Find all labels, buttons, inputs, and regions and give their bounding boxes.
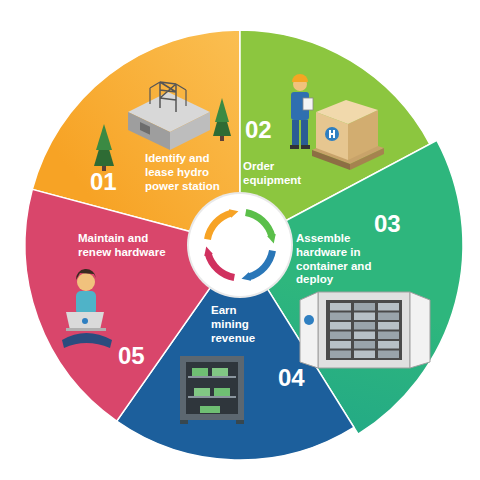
tree-part [102, 166, 106, 171]
safe-part [188, 376, 236, 378]
technician [62, 269, 112, 348]
mining-container-part [330, 303, 351, 311]
text-holder: 01 [90, 170, 130, 194]
step-number: 05 [118, 344, 158, 368]
mining-container-part [300, 292, 318, 368]
safe-part [188, 396, 236, 398]
text-holder: Maintain and renew hardware [78, 232, 173, 260]
step-number: 02 [245, 118, 285, 142]
shipping-box-part [329, 133, 335, 135]
tree [94, 98, 231, 171]
mining-container-part [330, 341, 351, 349]
mining-container-part [330, 313, 351, 321]
shipping-box-part [316, 100, 378, 124]
mining-container-part [378, 322, 399, 330]
worker-part [290, 145, 299, 149]
power-station-part [150, 82, 186, 106]
center-hub-part [187, 192, 293, 298]
safe-part [192, 368, 208, 376]
text-holder: Order equipment [243, 160, 313, 188]
shipping-box-part [325, 127, 339, 141]
worker-part [303, 98, 313, 110]
center-hub-part [246, 213, 272, 237]
mining-container-part [354, 322, 375, 330]
worker-part [301, 145, 310, 149]
step-label: Identify and lease hydro power station [145, 152, 235, 193]
mining-container-part [354, 351, 375, 359]
text-holder: 03 [374, 212, 414, 236]
text-holder: Assemble hardware in container and deplo… [296, 232, 372, 287]
mining-container-part [354, 313, 375, 321]
mining-container-part [318, 292, 410, 368]
mining-container-part [354, 332, 375, 340]
mining-container-part [378, 351, 399, 359]
tree-part [215, 98, 229, 122]
mining-container-part [410, 292, 430, 368]
technician-part [82, 318, 88, 324]
safe-part [180, 356, 244, 420]
tree-part [220, 136, 224, 141]
mining-container-part [330, 322, 351, 330]
text-holder: 04 [278, 366, 318, 390]
safe-part [200, 406, 220, 413]
center-hub [187, 192, 293, 298]
tree-part [96, 124, 112, 150]
step-number: 03 [374, 212, 414, 236]
technician-part [66, 328, 106, 331]
worker-part [292, 120, 299, 146]
mining-container-part [378, 303, 399, 311]
technician-part [62, 333, 112, 348]
worker-part [301, 120, 308, 146]
center-hub-part [189, 194, 291, 296]
technician-part [76, 291, 96, 315]
mining-container-part [378, 341, 399, 349]
center-hub-part [208, 213, 232, 239]
text-holder: 05 [118, 344, 158, 368]
mining-container-part [378, 332, 399, 340]
safe-part [236, 420, 244, 424]
worker [290, 74, 313, 149]
technician-part [77, 273, 95, 291]
mining-container-part [330, 351, 351, 359]
miner-rack [330, 303, 399, 358]
step-label: Maintain and renew hardware [78, 232, 173, 260]
text-holder: Identify and lease hydro power station [145, 152, 235, 193]
step-label: Assemble hardware in container and deplo… [296, 232, 372, 287]
technician-part [66, 312, 104, 330]
center-hub-part [249, 251, 273, 277]
safe-part [194, 388, 210, 396]
power-station-part [160, 82, 176, 112]
mining-container-part [330, 332, 351, 340]
power-station-part [128, 112, 170, 150]
shipping-box [312, 100, 384, 170]
step-label: Order equipment [243, 160, 313, 188]
mining-container-part [354, 303, 375, 311]
text-holder: Earn mining revenue [211, 304, 269, 345]
mining-container-part [378, 313, 399, 321]
mining-container-part [354, 341, 375, 349]
safe-part [214, 388, 230, 396]
power-station-part [170, 112, 210, 150]
center-hub-part [208, 254, 234, 278]
text-holder: 02 [245, 118, 285, 142]
step-number: 01 [90, 170, 130, 194]
safe-part [212, 368, 228, 376]
safe-part [186, 362, 238, 414]
power-station [128, 82, 210, 150]
worker-part [292, 74, 308, 82]
step-label: Earn mining revenue [211, 304, 269, 345]
technician-part [76, 269, 96, 280]
mining-container-part [326, 300, 402, 360]
step-number: 04 [278, 366, 318, 390]
power-station-part [140, 122, 150, 135]
safe [180, 356, 244, 424]
safe-part [180, 420, 188, 424]
mining-container [300, 292, 430, 368]
mining-container-part [304, 315, 314, 325]
